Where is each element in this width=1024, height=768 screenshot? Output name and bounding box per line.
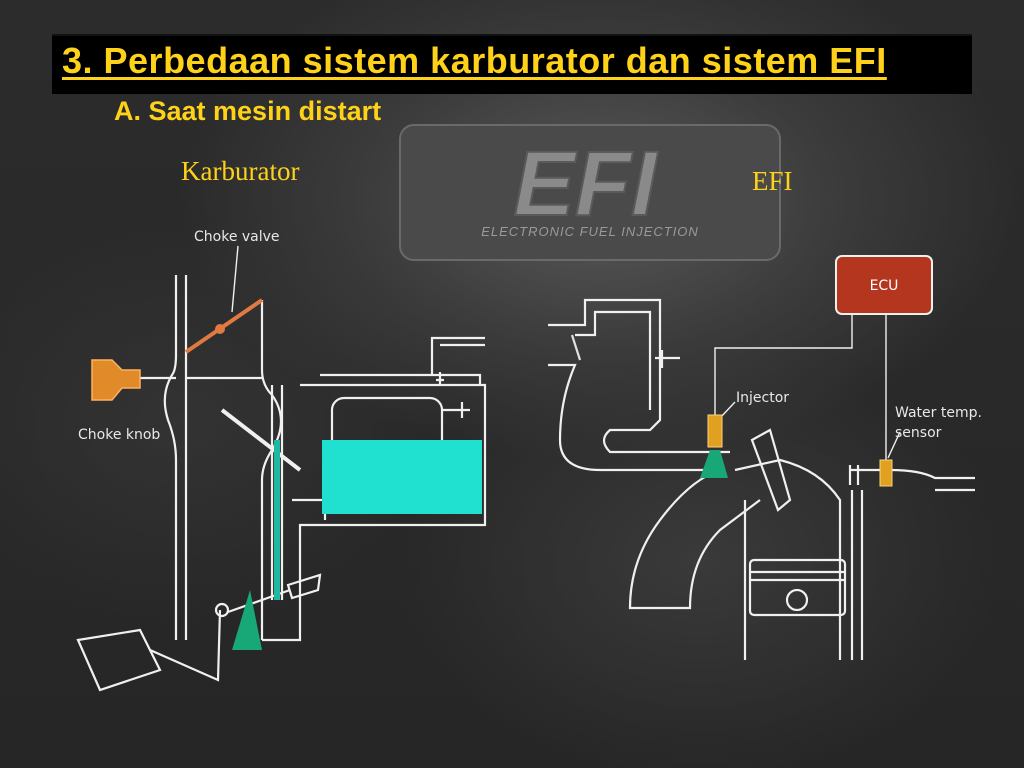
carb-throttle-plate bbox=[220, 408, 302, 472]
efi-ecu-wire-injector bbox=[714, 314, 853, 415]
efi-manifold bbox=[628, 468, 761, 610]
efi-piston-pin bbox=[785, 588, 809, 612]
efi-intake-valve bbox=[750, 428, 792, 512]
title-bar bbox=[52, 34, 972, 94]
carb-jet-fuel bbox=[274, 440, 280, 600]
carb-adjust-screw bbox=[286, 573, 322, 600]
choke-knob-shape bbox=[91, 359, 141, 401]
carb-float-chamber bbox=[262, 383, 487, 642]
carb-float-chamber-top bbox=[320, 373, 482, 385]
water-temp-label-line2: sensor bbox=[895, 425, 942, 441]
efi-intake-pipe-lower bbox=[548, 363, 720, 472]
efi-idle-valve bbox=[570, 334, 582, 361]
slide-title: 3. Perbedaan sistem karburator dan siste… bbox=[62, 40, 887, 81]
carb-float-arm bbox=[442, 402, 470, 418]
injector-body bbox=[707, 414, 723, 448]
water-temp-label-line1: Water temp. bbox=[895, 405, 982, 421]
efi-piston bbox=[748, 558, 847, 617]
carb-barrel-left-wall bbox=[163, 275, 178, 640]
water-temp-leader bbox=[887, 431, 901, 459]
choke-pivot bbox=[215, 324, 225, 334]
efi-intake-pipe-upper bbox=[548, 298, 730, 454]
slide-subtitle: A. Saat mesin distart bbox=[114, 96, 382, 126]
water-temp-sensor-body bbox=[879, 459, 893, 487]
carb-fuel-mist bbox=[232, 590, 262, 650]
carb-vent-tube bbox=[430, 336, 485, 375]
efi-piston-rings bbox=[750, 570, 845, 582]
injector-spray bbox=[700, 450, 728, 478]
efi-badge-logo: EFI bbox=[513, 133, 659, 235]
efi-badge-caption: ELECTRONIC FUEL INJECTION bbox=[481, 224, 699, 239]
efi-intake-inner bbox=[575, 310, 652, 410]
efi-valve-control bbox=[655, 350, 680, 368]
carb-needle-valve bbox=[436, 372, 444, 385]
carb-throttle-cable bbox=[76, 628, 162, 692]
choke-valve-label: Choke valve bbox=[194, 229, 280, 245]
choke-knob-label: Choke knob bbox=[78, 427, 161, 443]
ecu-box bbox=[835, 255, 933, 315]
carb-throttle-pivot bbox=[214, 602, 230, 618]
efi-cylinder-wall bbox=[743, 490, 864, 660]
carb-fuel-level bbox=[322, 440, 482, 514]
ecu-label: ECU bbox=[870, 278, 899, 294]
efi-badge-plate bbox=[399, 124, 781, 261]
efi-heading: EFI bbox=[752, 166, 793, 196]
efi-sensor-mount bbox=[848, 465, 860, 485]
injector-label: Injector bbox=[736, 390, 790, 406]
choke-valve-leader bbox=[231, 245, 239, 313]
carburetor-heading: Karburator bbox=[181, 156, 300, 186]
